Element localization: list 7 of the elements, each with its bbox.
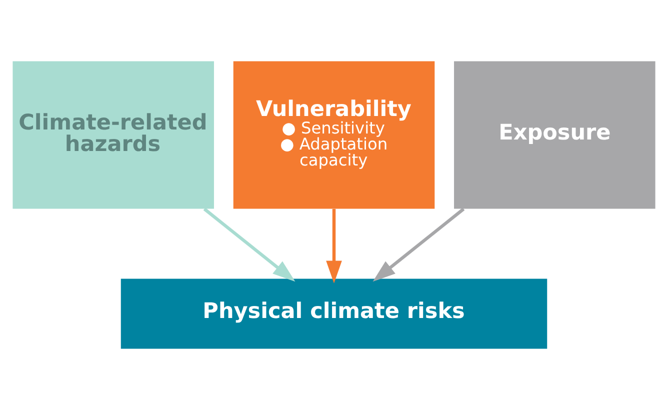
arrow [372, 207, 465, 282]
arrow [203, 207, 296, 282]
node-box: Exposure [454, 60, 656, 208]
node-box: Climate-related hazards [12, 60, 214, 208]
arrow [326, 208, 342, 283]
node-box: Physical climate risks [120, 278, 548, 348]
node-box: Vulnerability ● Sensitivity ● Adaptation capacity [233, 60, 435, 208]
